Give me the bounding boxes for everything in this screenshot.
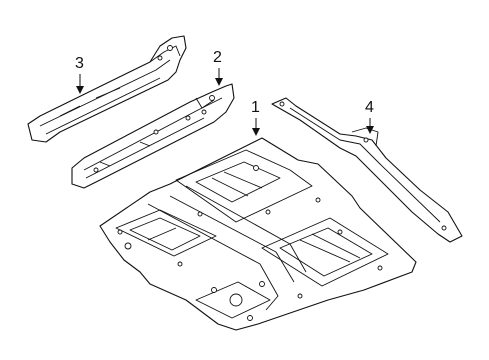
part-1-floor-pan (99, 137, 417, 331)
callout-leader-3 (76, 74, 84, 94)
part-4-crossmember (271, 97, 463, 243)
callout-label-4: 4 (365, 99, 374, 116)
callout-label-1: 1 (251, 99, 260, 116)
part-3-rail (27, 35, 187, 143)
callout-leader-2 (215, 68, 223, 86)
callout-leader-1 (252, 118, 260, 136)
part-2-rail (71, 83, 235, 189)
callout-leader-4 (366, 118, 374, 134)
callout-label-3: 3 (75, 55, 84, 72)
callout-label-2: 2 (213, 49, 222, 66)
